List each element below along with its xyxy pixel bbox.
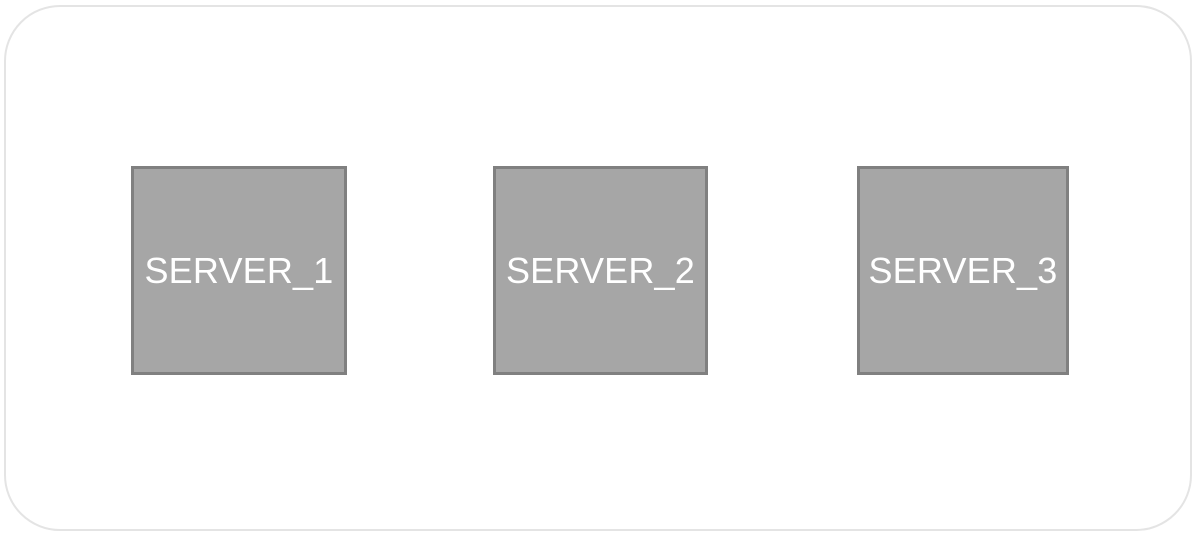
server-node-1-label: SERVER_1 (144, 249, 334, 291)
server-node-3-label: SERVER_3 (868, 249, 1058, 291)
server-node-2[interactable]: SERVER_2 (493, 166, 708, 375)
server-node-1[interactable]: SERVER_1 (131, 166, 347, 375)
server-node-2-label: SERVER_2 (505, 249, 696, 291)
server-node-3[interactable]: SERVER_3 (857, 166, 1069, 375)
